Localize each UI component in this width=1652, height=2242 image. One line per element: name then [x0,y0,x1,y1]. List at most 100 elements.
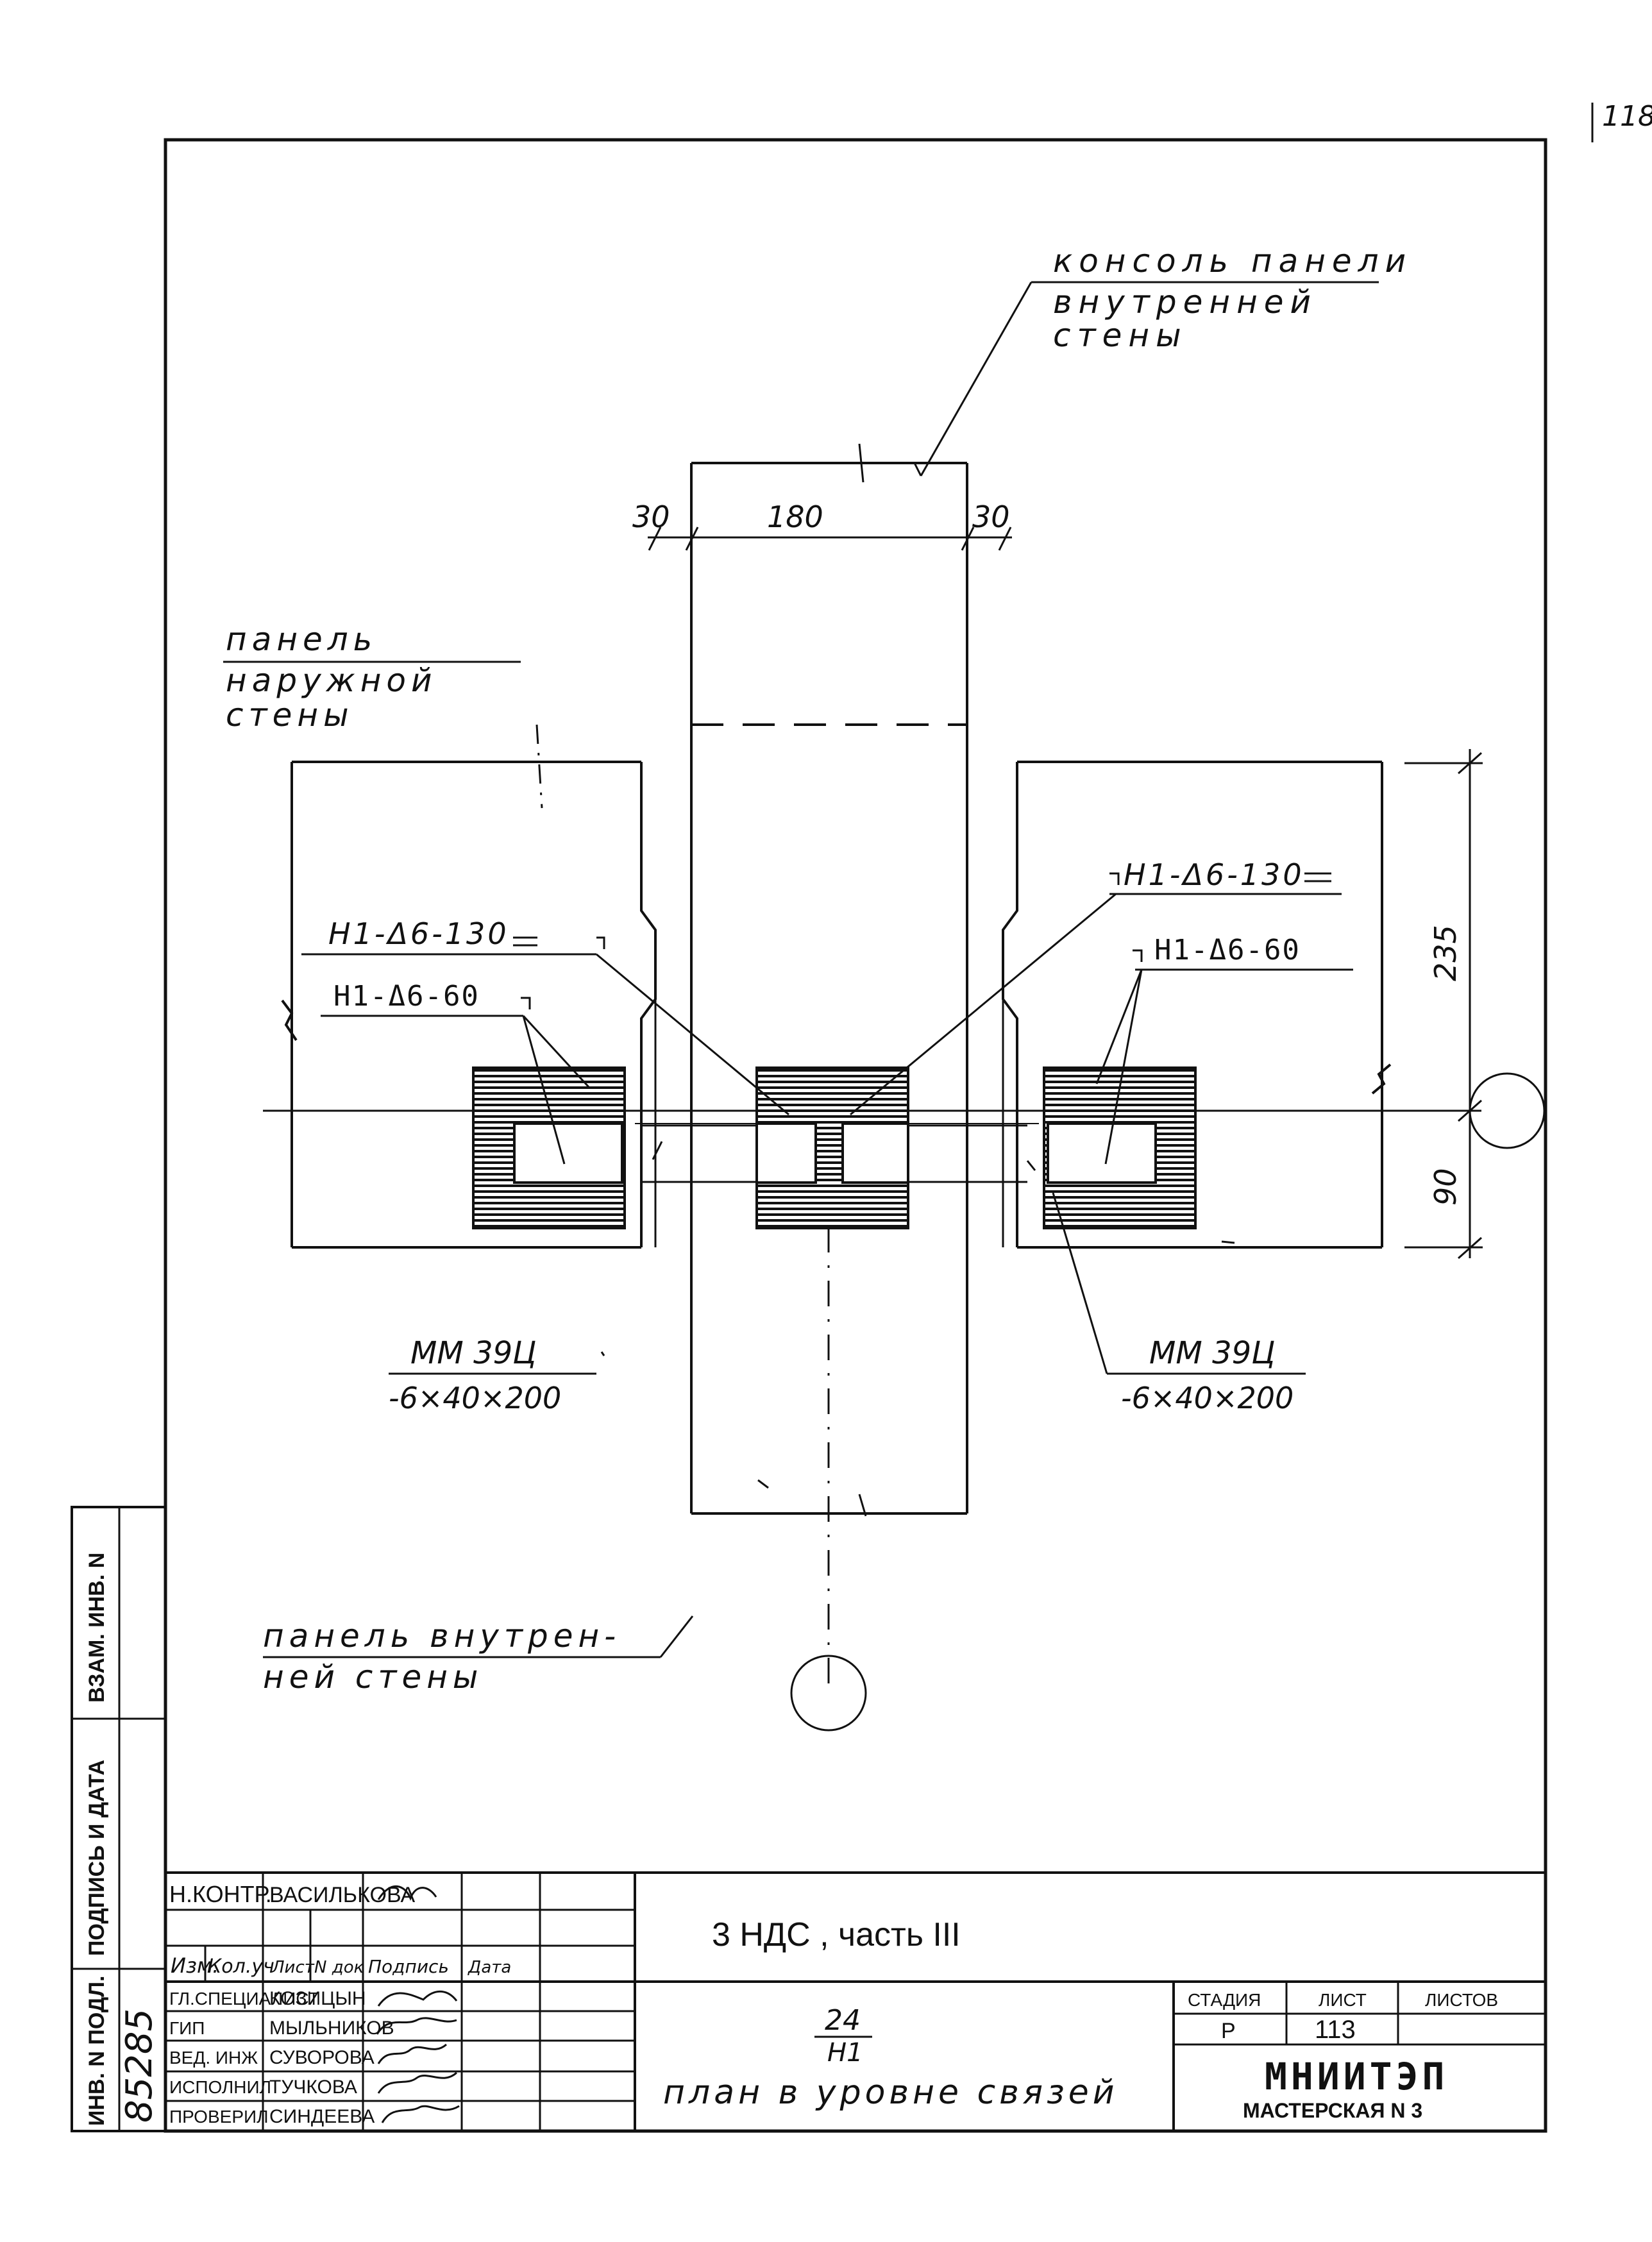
plate-right-window [1047,1122,1157,1184]
tb-signature-5 [377,2071,458,2094]
tag-h1-60-left-corner [521,997,531,1009]
console-section-mark-top [858,443,864,483]
label-mm39-right-bottom: -6×40×200 [1121,1381,1294,1415]
outer-panel-right-groove [1002,762,1018,1247]
tag-h1-60-left: Н1-Δ6-60 [321,980,590,1165]
tb-signature-1 [377,1885,437,1901]
tb-header-data: Дата [468,1958,511,1977]
dim-vert-90: 90 [1428,1168,1463,1206]
tb-signature-4 [377,2043,448,2064]
tag-h1-130-right-leader [850,893,1117,1116]
outer-panel-left-tick [535,724,543,809]
tb-role-3: ВЕД. ИНЖ [169,2048,258,2068]
console-section-mark-bottom [858,1494,867,1517]
tb-drawing-title: план в уровне связей [663,2073,1118,2112]
break-mark-right [1371,1063,1392,1095]
vertical-axis-marker [790,1655,867,1732]
plate-center-window-right [841,1122,909,1184]
tb-signature-2 [377,1990,458,2007]
dim-right-tick-3 [1458,1236,1482,1260]
tb-project-title: 3 НДС , часть III [712,1916,961,1953]
dim-right-30: 30 [972,500,1010,534]
tb-header-list: Лист [271,1958,315,1977]
outer-panel-left-groove [640,762,657,1247]
tb-org-name: МНИИТЭП [1265,2055,1448,2098]
tb-signature-6 [381,2105,460,2123]
outer-panel-right-tick [1221,1240,1235,1244]
tb-header-izm: Изм. [171,1953,219,1978]
side-strip-podpis-data: ПОДПИСЬ И ДАТА [85,1760,109,1956]
dim-right-tick-2 [1458,1099,1482,1122]
bond-small-tick-right [1026,1160,1036,1171]
plate-left [472,1066,626,1229]
dim-mid-180: 180 [767,500,823,534]
side-strip-vzam-inv: ВЗАМ. ИНВ. N [85,1553,109,1703]
label-console: консоль панели внутренней стены [913,242,1406,476]
label-outer-panel-line-1: панель [226,621,377,658]
tag-h1-60-left-text: Н1-Δ6-60 [333,980,480,1013]
label-inner-panel-leader [659,1615,694,1658]
tag-h1-60-right: Н1-Δ6-60 [1095,934,1353,1165]
tag-h1-60-left-leader-1 [522,1015,566,1165]
tag-h1-60-right-corner [1133,949,1143,962]
tb-node-number: 24 [825,2004,861,2037]
label-console-leader-tick [913,462,922,476]
label-mm39-right-top: ММ 39Ц [1149,1335,1275,1371]
bond-small-tick-left [652,1141,663,1160]
tb-name-1: КОЗИЦЫН [269,1988,366,2009]
break-mark-left [281,999,298,1041]
tag-h1-60-right-text: Н1-Δ6-60 [1154,934,1301,966]
tb-n-kontr-label: Н.КОНТР. [169,1881,272,1907]
tb-header-podpis: Подпись [368,1956,449,1977]
label-mm39-left-top: ММ 39Ц [410,1335,536,1371]
dim-right-tick-1 [1458,752,1482,775]
label-mm39-left-bottom: -6×40×200 [389,1381,561,1415]
tb-role-5: ПРОВЕРИЛ [169,2107,269,2127]
plate-left-window [513,1122,623,1184]
plate-center-window-left [755,1122,817,1184]
side-strip-inv-number: 85285 [119,2009,160,2123]
tb-name-4: ТУЧКОВА [269,2077,357,2098]
tb-name-3: СУВОРОВА [269,2047,375,2068]
tag-h1-60-right-leader-1 [1095,969,1143,1084]
tag-h1-130-right-corner [1109,872,1120,885]
label-inner-panel: панель внутрен- ней стены [263,1615,694,1696]
tb-sheets-label: ЛИСТОВ [1425,1990,1498,2010]
tag-h1-130-left-leader [596,953,789,1116]
label-inner-panel-line-2: ней стены [263,1658,483,1696]
label-outer-panel-line-2: наружной [226,662,437,699]
title-block: Н.КОНТР. ВАСИЛЬКОВА Изм. Кол.уч Лист N д… [165,1871,1546,2131]
tb-name-5: СИНДЕЕВА [269,2106,375,2127]
sheet-corner-number: 118 [1602,100,1652,133]
plan-drawing: 30 180 30 235 90 консоль панели внутренн… [223,242,1546,1732]
label-mm39-right: ММ 39Ц -6×40×200 [1052,1192,1306,1415]
plate-center [755,1066,909,1229]
tag-h1-130-right-text: Н1-Δ6-130 [1124,857,1304,892]
label-console-line-3: стены [1053,317,1188,354]
tb-sheet-value: 113 [1315,2016,1356,2044]
console-section-mark-bottom-2 [757,1479,769,1489]
label-console-line-2: внутренней [1053,283,1317,321]
dim-left-30: 30 [632,500,670,534]
tb-role-2: ГИП [169,2018,205,2038]
tb-node-sheet: Н1 [827,2038,863,2068]
label-mm39-right-leader [1052,1192,1108,1374]
tb-sheet-label: ЛИСТ [1319,1990,1367,2010]
tag-h1-130-right: Н1-Δ6-130 [850,857,1342,1116]
tag-h1-130-left: Н1-Δ6-130 [301,916,789,1116]
tb-role-1: ГЛ.СПЕЦИАЛИСТ [169,1989,319,2009]
tag-h1-60-right-leader-2 [1104,969,1143,1165]
tag-h1-130-left-text: Н1-Δ6-130 [328,916,509,951]
dim-top-tick-4 [998,527,1012,551]
tb-stage-label: СТАДИЯ [1188,1990,1261,2010]
tb-header-n-dok: N док [314,1958,364,1977]
tb-name-2: МЫЛЬНИКОВ [269,2018,394,2039]
label-mm39-left-dot [600,1351,605,1356]
label-mm39-left: ММ 39Ц -6×40×200 [389,1335,605,1415]
tag-h1-60-left-leader-2 [522,1015,590,1088]
tb-org-workshop: МАСТЕРСКАЯ N 3 [1243,2099,1422,2122]
side-strip: ВЗАМ. ИНВ. N ПОДПИСЬ И ДАТА ИНВ. N ПОДЛ.… [71,1506,167,2132]
tb-stage-value: Р [1221,2019,1236,2043]
